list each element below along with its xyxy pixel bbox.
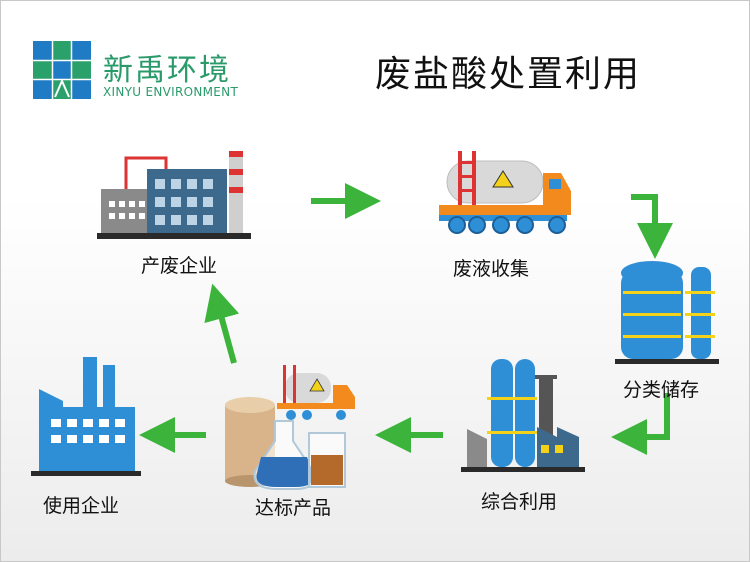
company-logo-icon xyxy=(33,41,91,99)
flow-arrow-2-3 xyxy=(631,194,673,259)
processing-plant-icon xyxy=(461,359,585,472)
step-label-classified-storage: 分类储存 xyxy=(623,379,700,401)
product-flasks-icon xyxy=(225,365,355,490)
step-label-qualified-product: 达标产品 xyxy=(255,497,332,519)
factory-icon xyxy=(97,151,251,239)
tanker-truck-icon xyxy=(439,151,571,234)
page-title: 废盐酸处置利用 xyxy=(375,54,642,95)
step-label-waste-collection: 废液收集 xyxy=(453,258,530,280)
storage-tanks-icon xyxy=(615,261,719,364)
user-factory-icon xyxy=(31,357,141,476)
step-label-comprehensive-use: 综合利用 xyxy=(481,491,558,513)
flow-arrow-5-1 xyxy=(204,283,240,364)
brand-name-cn: 新禹环境 xyxy=(103,53,231,88)
flow-arrow-3-4 xyxy=(611,393,670,455)
step-label-user-enterprise: 使用企业 xyxy=(43,495,120,517)
brand-name-en: XINYU ENVIRONMENT xyxy=(103,85,239,99)
step-label-waste-producer: 产废企业 xyxy=(141,255,218,277)
